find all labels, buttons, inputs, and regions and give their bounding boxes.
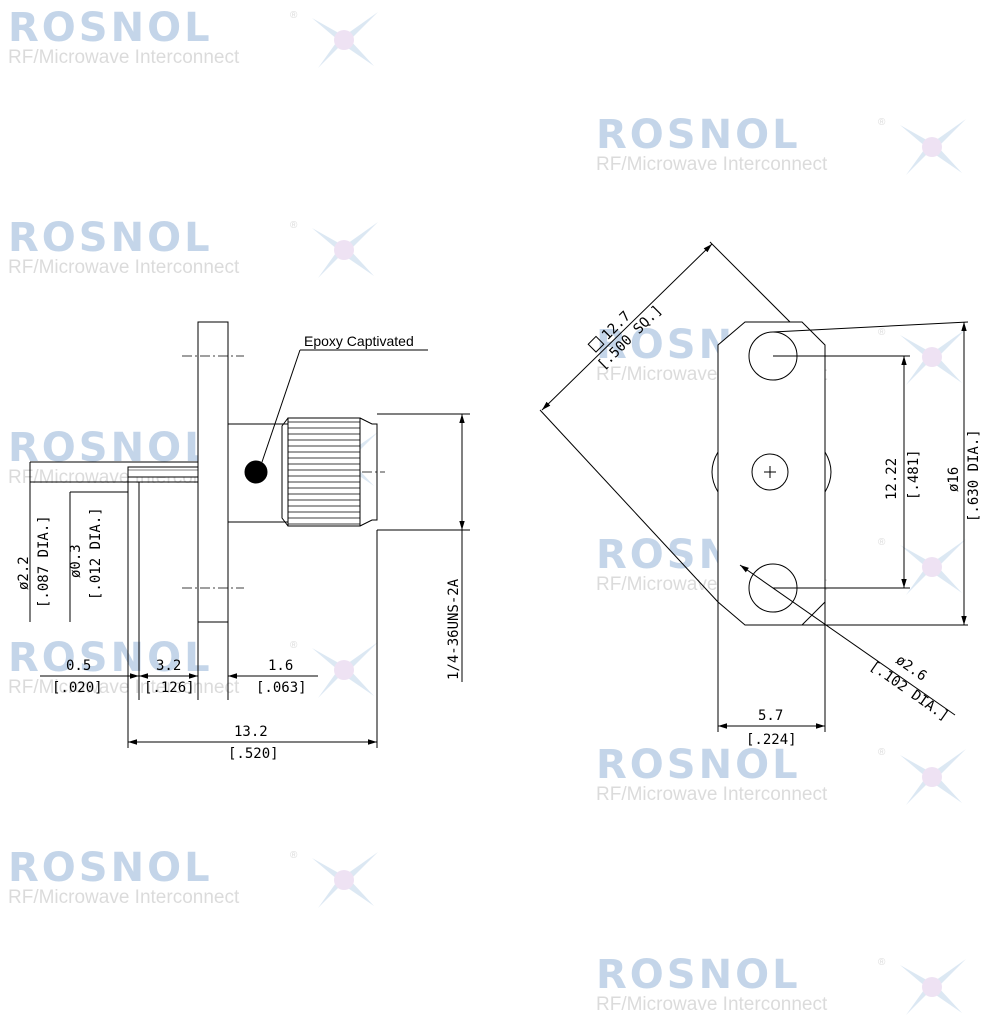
dia-outer-label: ø2.2 (16, 556, 32, 590)
width-label: 5.7 (758, 708, 783, 724)
len-a-label: 0.5 (66, 658, 91, 674)
thread-chamfer (282, 418, 377, 526)
thread-lines (288, 422, 360, 524)
epoxy-dot (245, 461, 267, 483)
len-c-in-label: [.063] (256, 680, 307, 696)
epoxy-callout: Epoxy Captivated (304, 333, 414, 349)
len-total-in-label: [.520] (228, 746, 279, 762)
epoxy-leader (262, 350, 300, 462)
hole-spacing-in-label: [.481] (906, 449, 922, 500)
body-dia-in-label: [.630 DIA.] (966, 429, 982, 522)
center-pin (128, 467, 198, 477)
dia-outer-in-label: [.087 DIA.] (36, 515, 52, 608)
thread-spec-label: 1/4-36UNS-2A (446, 578, 462, 680)
ext-line (540, 410, 718, 602)
len-b-label: 3.2 (156, 658, 181, 674)
len-total-label: 13.2 (234, 724, 268, 740)
hole-spacing-label: 12.22 (884, 458, 900, 500)
front-view (540, 242, 968, 732)
flange-outline (718, 322, 825, 625)
dia-pin-in-label: [.012 DIA.] (88, 507, 104, 600)
side-view (30, 322, 470, 748)
flange (198, 322, 228, 622)
dim-line-square (542, 244, 712, 410)
body-bulge-left (712, 452, 718, 492)
width-in-label: [.224] (746, 732, 797, 748)
len-c-label: 1.6 (268, 658, 293, 674)
body-bulge-right (825, 452, 831, 492)
center-contact (752, 454, 788, 490)
square-symbol-icon (588, 336, 604, 352)
len-a-in-label: [.020] (52, 680, 103, 696)
len-b-in-label: [.126] (144, 680, 195, 696)
hole-dia-callout: ø2.6 [.102 DIA.] (866, 652, 951, 724)
ext-line (710, 242, 790, 322)
dia-pin-label: ø0.3 (68, 544, 84, 578)
dim-line-hole-dia (740, 565, 955, 715)
body-dia-label: ø16 (946, 467, 962, 492)
ext-line (773, 322, 968, 332)
